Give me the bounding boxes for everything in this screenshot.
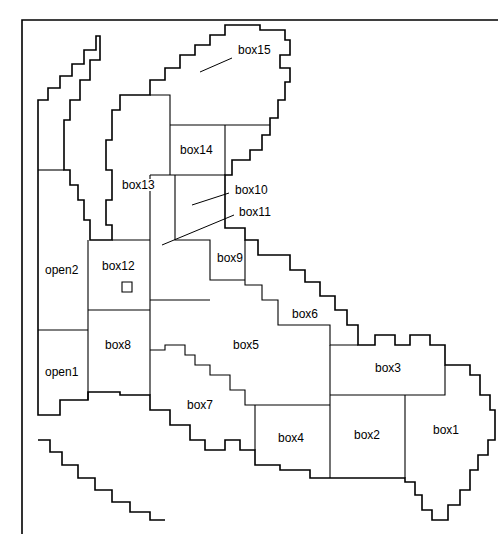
region-label: open2 (44, 264, 79, 276)
box-boundary (170, 124, 270, 125)
box-boundary (88, 309, 150, 310)
region-label: box14 (179, 144, 214, 156)
box-boundary (245, 240, 358, 345)
region-label: box11 (238, 206, 272, 218)
region-label: box3 (374, 362, 402, 374)
box-boundary (38, 329, 88, 330)
box-boundary (254, 405, 255, 450)
leader-line (162, 215, 234, 245)
box-boundary (112, 239, 150, 240)
map-frame (22, 20, 498, 534)
region-label: box15 (237, 44, 272, 56)
box-boundary (329, 345, 330, 478)
region-label: open1 (44, 366, 79, 378)
lower-coastline (38, 440, 165, 520)
region-label: box4 (277, 432, 305, 444)
coastline (38, 25, 495, 520)
region-label: box6 (291, 308, 319, 320)
region-label: box7 (186, 399, 214, 411)
region-label: box2 (353, 429, 381, 441)
box-boundary (150, 95, 170, 175)
region-label: box10 (234, 184, 269, 196)
box-boundary (224, 125, 225, 175)
box-boundary (404, 395, 405, 478)
region-label: box13 (121, 179, 156, 191)
box-boundary (38, 169, 64, 170)
region-label: box1 (432, 424, 460, 436)
box-boundary (150, 299, 210, 300)
region-label: box5 (232, 339, 260, 351)
leader-line (200, 58, 232, 72)
region-label: box8 (104, 339, 132, 351)
small-square (122, 282, 132, 292)
box-boundary (150, 174, 225, 175)
region-label: box12 (101, 260, 136, 272)
box-boundary (255, 404, 330, 405)
box-boundary (150, 345, 255, 405)
box-boundary (87, 240, 88, 400)
leader-line (192, 193, 229, 205)
region-label: box9 (216, 252, 244, 264)
box-boundary (149, 175, 150, 395)
